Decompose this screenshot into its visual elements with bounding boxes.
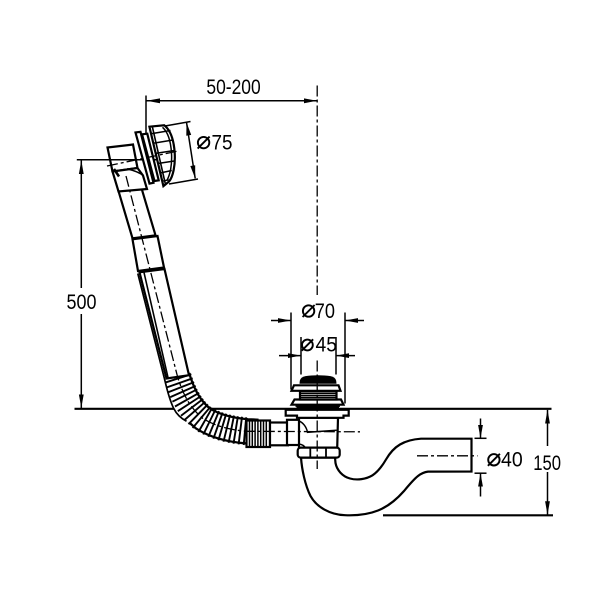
svg-text:45: 45	[316, 334, 338, 357]
svg-text:50-200: 50-200	[206, 76, 260, 99]
svg-text:150: 150	[533, 452, 561, 475]
svg-text:500: 500	[67, 291, 97, 314]
svg-text:75: 75	[212, 132, 233, 155]
svg-text:70: 70	[315, 300, 335, 323]
svg-text:40: 40	[501, 449, 523, 472]
